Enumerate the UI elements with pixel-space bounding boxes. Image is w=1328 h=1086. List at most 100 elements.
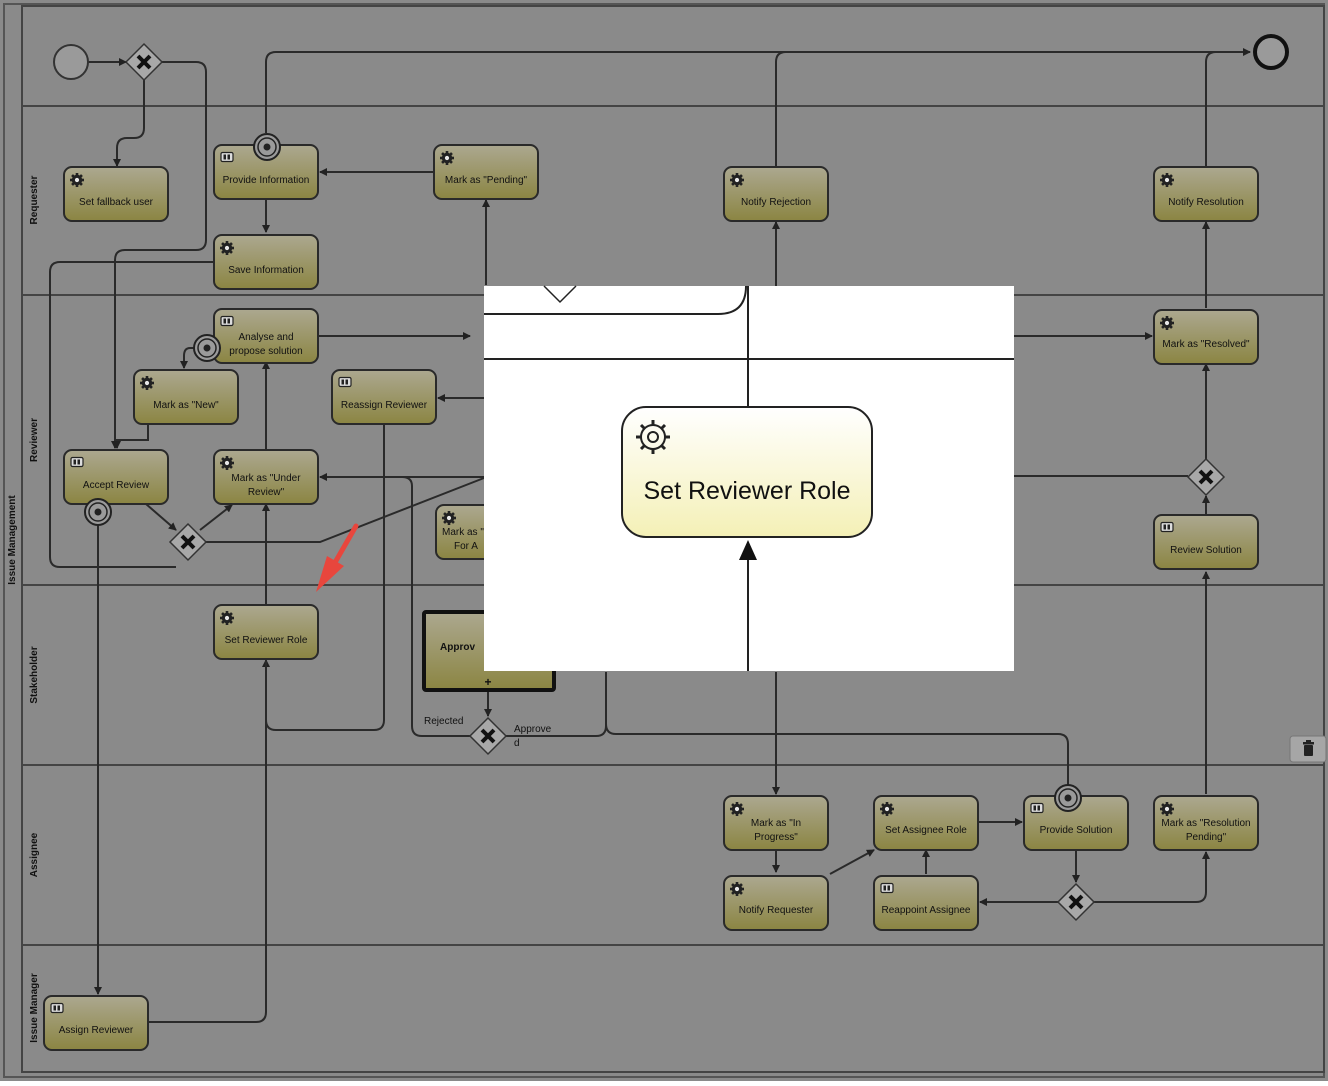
lane-label-issue-manager: Issue Manager: [29, 973, 40, 1043]
task-mark-resolved[interactable]: Mark as "Resolved": [1153, 309, 1259, 365]
task-label: Mark as "Resolved": [1162, 339, 1250, 350]
task-label: Approv: [440, 642, 475, 653]
gear-icon: [1160, 802, 1174, 816]
user-icon: [1160, 521, 1174, 533]
task-label: Notify Requester: [739, 905, 814, 916]
gear-icon: [220, 241, 234, 255]
task-label: Notify Resolution: [1168, 197, 1244, 208]
task-mark-in-progress[interactable]: Mark as "In Progress": [723, 795, 829, 851]
gear-icon: [1160, 173, 1174, 187]
user-icon: [70, 456, 84, 468]
task-set-reviewer-role[interactable]: Set Reviewer Role: [213, 604, 319, 660]
gateway-x-icon: [136, 54, 152, 70]
task-label: Mark as ": [442, 527, 484, 538]
task-label: Provide Information: [223, 175, 310, 186]
exclusive-gateway-review[interactable]: [1186, 457, 1226, 497]
red-arrow-icon: [316, 523, 359, 592]
lane-label-assignee: Assignee: [29, 832, 40, 877]
exclusive-gateway-accept[interactable]: [168, 522, 208, 562]
collapsed-subprocess-plus-icon: +: [484, 675, 491, 689]
exclusive-gateway-start[interactable]: [124, 42, 164, 82]
gear-icon: [70, 173, 84, 187]
task-review-solution[interactable]: Review Solution: [1153, 514, 1259, 570]
boundary-event-provide-solution[interactable]: [1054, 784, 1082, 812]
gear-icon: [442, 511, 456, 525]
boundary-event-analyse[interactable]: [193, 334, 221, 362]
gear-icon: [636, 420, 670, 454]
sequence-flows: [49, 48, 1251, 1023]
gear-icon: [140, 376, 154, 390]
gateway-x-icon: [480, 728, 496, 744]
task-mark-resolution-pending[interactable]: Mark as "Resolution Pending": [1153, 795, 1259, 851]
user-icon: [220, 315, 234, 327]
task-label: Mark as "New": [153, 400, 219, 411]
task-label: Set Assignee Role: [885, 825, 967, 836]
task-assign-reviewer[interactable]: Assign Reviewer: [43, 995, 149, 1051]
task-label: propose solution: [229, 346, 302, 357]
task-label: Assign Reviewer: [59, 1025, 134, 1036]
task-label: Accept Review: [83, 480, 150, 491]
gear-icon: [440, 151, 454, 165]
task-label: Reappoint Assignee: [882, 905, 971, 916]
flow-label-rejected: Rejected: [424, 716, 463, 727]
zoomed-task-label: Set Reviewer Role: [643, 477, 850, 505]
task-set-assignee-role[interactable]: Set Assignee Role: [873, 795, 979, 851]
end-event[interactable]: [1253, 34, 1289, 70]
task-label: Pending": [1186, 832, 1227, 843]
task-reappoint-assignee[interactable]: Reappoint Assignee: [873, 875, 979, 931]
task-save-information[interactable]: Save Information: [213, 234, 319, 290]
lane-label-requester: Requester: [29, 175, 40, 224]
boundary-event-provide-information[interactable]: [253, 133, 281, 161]
task-label: Review Solution: [1170, 545, 1242, 556]
user-icon: [338, 376, 352, 388]
task-mark-under-review[interactable]: Mark as "Under Review": [213, 449, 319, 505]
task-label: Analyse and: [238, 332, 293, 343]
task-label: Progress": [754, 832, 798, 843]
task-label: Mark as "Pending": [445, 175, 528, 186]
gear-icon: [730, 802, 744, 816]
gear-icon: [220, 611, 234, 625]
task-label: Review": [248, 487, 285, 498]
boundary-event-accept-review[interactable]: [84, 498, 112, 526]
lane-label-reviewer: Reviewer: [29, 418, 40, 462]
gear-icon: [730, 173, 744, 187]
gear-icon: [1160, 316, 1174, 330]
start-event[interactable]: [53, 44, 89, 80]
pool-label: Issue Management: [7, 495, 18, 585]
user-icon: [50, 1002, 64, 1014]
gateway-x-icon: [180, 534, 196, 550]
zoomed-task-set-reviewer-role[interactable]: Set Reviewer Role: [621, 406, 873, 538]
zoom-panel: Set Reviewer Role: [484, 285, 1014, 671]
task-reassign-reviewer[interactable]: Reassign Reviewer: [331, 369, 437, 425]
lane-label-stakeholder: Stakeholder: [29, 646, 40, 703]
task-accept-review[interactable]: Accept Review: [63, 449, 169, 505]
gateway-x-icon: [1198, 469, 1214, 485]
flow-label-approved-cont: d: [514, 738, 520, 749]
task-notify-requester[interactable]: Notify Requester: [723, 875, 829, 931]
user-icon: [220, 151, 234, 163]
flow-label-approved: Approve: [514, 724, 552, 735]
task-label: Notify Rejection: [741, 197, 811, 208]
task-set-fallback-user[interactable]: Set fallback user: [63, 166, 169, 222]
task-label: Save Information: [228, 265, 304, 276]
user-icon: [1030, 802, 1044, 814]
task-mark-new[interactable]: Mark as "New": [133, 369, 239, 425]
task-label: Provide Solution: [1040, 825, 1113, 836]
task-label: For A: [454, 541, 478, 552]
task-label: Mark as "In: [751, 818, 801, 829]
gateway-x-icon: [1068, 894, 1084, 910]
task-analyse-propose-solution[interactable]: Analyse and propose solution: [213, 308, 319, 364]
trash-icon: [1303, 740, 1314, 756]
delete-button[interactable]: [1289, 735, 1327, 763]
gear-icon: [880, 802, 894, 816]
task-label: Mark as "Under: [231, 473, 301, 484]
exclusive-gateway-approval[interactable]: [468, 716, 508, 756]
task-label: Mark as "Resolution: [1161, 818, 1250, 829]
task-mark-pending[interactable]: Mark as "Pending": [433, 144, 539, 200]
exclusive-gateway-solution[interactable]: [1056, 882, 1096, 922]
task-notify-rejection[interactable]: Notify Rejection: [723, 166, 829, 222]
task-notify-resolution[interactable]: Notify Resolution: [1153, 166, 1259, 222]
user-icon: [880, 882, 894, 894]
